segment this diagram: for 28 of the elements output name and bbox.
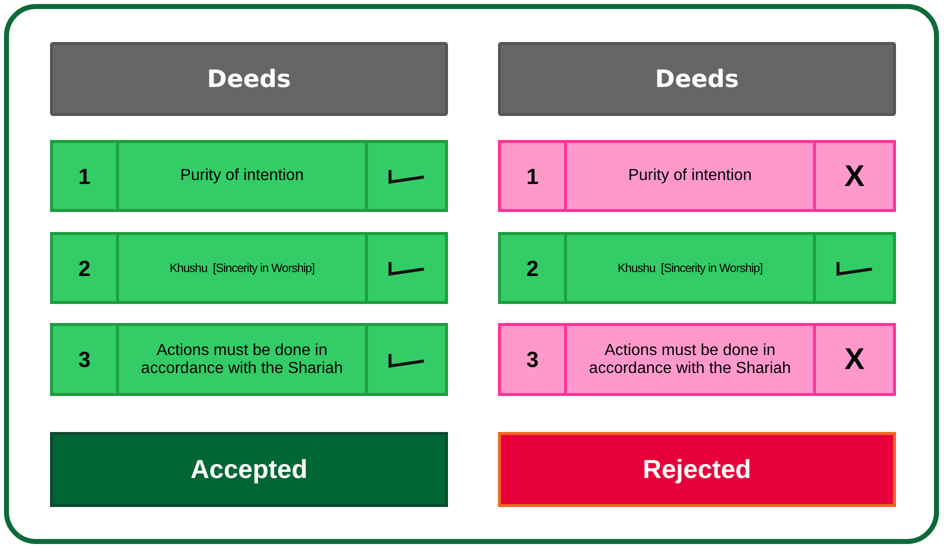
deed-text: Purity of intention bbox=[628, 167, 752, 185]
deed-text: Actions must be done in accordance with the Shariah bbox=[140, 342, 344, 378]
row-number: 2 bbox=[78, 254, 91, 282]
header-text: Deeds bbox=[207, 64, 291, 95]
row-number: 2 bbox=[526, 254, 539, 282]
row-number: 1 bbox=[526, 162, 539, 190]
deed-row bbox=[498, 140, 896, 212]
result-text: Accepted bbox=[190, 453, 308, 486]
deed-text: Khushu [Sincerity in Worship] bbox=[170, 260, 314, 277]
cross-mark: X bbox=[844, 342, 864, 378]
deed-row bbox=[50, 232, 448, 304]
row-number: 3 bbox=[526, 346, 539, 374]
deed-text: Purity of intention bbox=[180, 167, 304, 185]
row-number: 3 bbox=[78, 346, 91, 374]
deed-row bbox=[498, 323, 896, 396]
deed-text: Actions must be done in accordance with the Shariah bbox=[588, 342, 792, 378]
header-bar bbox=[498, 42, 896, 116]
row-number: 1 bbox=[78, 162, 91, 190]
header-text: Deeds bbox=[655, 64, 739, 95]
header-bar bbox=[50, 42, 448, 116]
deed-row bbox=[50, 140, 448, 212]
result-bar bbox=[50, 432, 448, 507]
deed-row bbox=[498, 232, 896, 304]
result-bar bbox=[498, 432, 896, 507]
deed-row bbox=[50, 323, 448, 396]
cross-mark: X bbox=[844, 158, 864, 194]
result-text: Rejected bbox=[642, 453, 752, 486]
deed-text: Khushu [Sincerity in Worship] bbox=[618, 260, 762, 277]
